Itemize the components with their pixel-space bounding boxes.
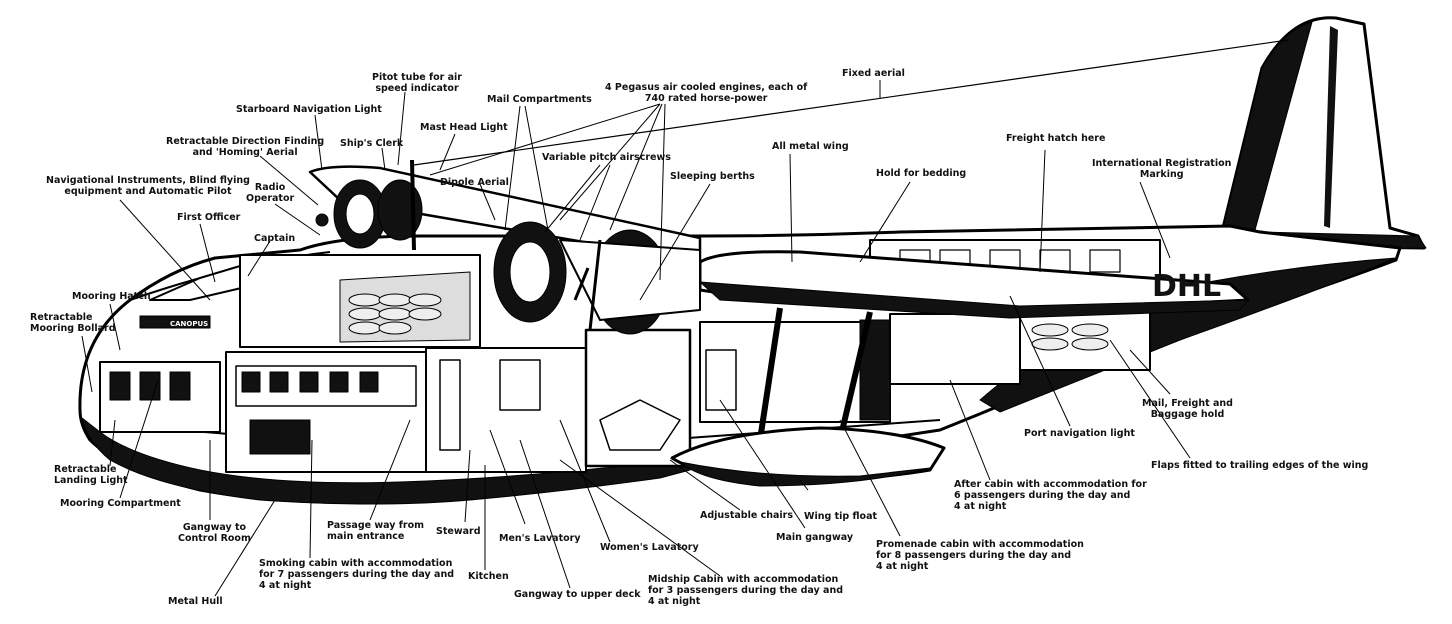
label-womens-lavatory: Women's Lavatory: [600, 542, 699, 553]
label-international-registration: International Registration Marking: [1092, 158, 1232, 180]
label-mooring-bollard: Retractable Mooring Bollard: [30, 312, 116, 334]
label-metal-hull: Metal Hull: [168, 596, 223, 607]
nose-name: CANOPUS: [170, 320, 208, 328]
label-starboard-navigation-light: Starboard Navigation Light: [236, 104, 382, 115]
label-smoking-cabin: Smoking cabin with accommodation for 7 p…: [259, 558, 455, 591]
label-port-navigation-light: Port navigation light: [1024, 428, 1135, 439]
label-navigational-instruments: Navigational Instruments, Blind flying e…: [46, 175, 250, 197]
float-strut: [757, 307, 873, 441]
label-kitchen: Kitchen: [468, 571, 509, 582]
label-hold-for-bedding: Hold for bedding: [876, 168, 967, 179]
label-mooring-compartment: Mooring Compartment: [60, 498, 181, 509]
leader-lines: [81, 80, 1191, 597]
label-pitot-tube: Pitot tube for air speed indicator: [372, 72, 462, 94]
label-landing-light: Retractable Landing Light: [54, 464, 128, 486]
registration-marking: DHL: [1152, 269, 1221, 304]
label-freight-hatch: Freight hatch here: [1006, 133, 1106, 144]
label-first-officer: First Officer: [177, 212, 241, 223]
tail-fin-stripe: [1221, 21, 1313, 233]
label-passage-way: Passage way from main entrance: [327, 520, 425, 542]
label-after-cabin: After cabin with accommodation for 6 pas…: [954, 479, 1147, 512]
mast: [410, 159, 416, 251]
label-mast-head-light: Mast Head Light: [420, 122, 508, 133]
label-adjustable-chairs: Adjustable chairs: [700, 510, 793, 521]
label-fixed-aerial: Fixed aerial: [842, 68, 905, 79]
hull-bottom: [81, 417, 691, 505]
label-variable-pitch-airscrews: Variable pitch airscrews: [542, 152, 671, 163]
label-gangway-upper-deck: Gangway to upper deck: [514, 589, 641, 600]
label-direction-finding-aerial: Retractable Direction Finding and 'Homin…: [166, 136, 325, 158]
label-mens-lavatory: Men's Lavatory: [499, 533, 581, 544]
label-mooring-hatch: Mooring Hatch: [72, 291, 151, 302]
label-dipole-aerial: Dipole Aerial: [440, 177, 509, 188]
label-steward: Steward: [436, 526, 481, 537]
fixed-aerial-wire: [413, 39, 1289, 166]
label-flaps: Flaps fitted to trailing edges of the wi…: [1151, 460, 1369, 471]
label-mail-freight-baggage-hold: Mail, Freight and Baggage hold: [1142, 398, 1233, 420]
label-midship-cabin: Midship Cabin with accommodation for 3 p…: [648, 574, 844, 607]
label-radio-operator: Radio Operator: [246, 182, 295, 204]
label-sleeping-berths: Sleeping berths: [670, 171, 755, 182]
label-wing-tip-float: Wing tip float: [804, 511, 878, 522]
label-ships-clerk: Ship's Clerk: [340, 138, 404, 149]
label-pegasus-engines: 4 Pegasus air cooled engines, each of 74…: [605, 82, 808, 104]
aircraft-drawing: [78, 16, 1427, 505]
label-gangway-control-room: Gangway to Control Room: [178, 522, 251, 544]
label-all-metal-wing: All metal wing: [772, 141, 849, 152]
after-cabin-cutaway: [889, 313, 1021, 385]
label-promenade-cabin: Promenade cabin with accommodation for 8…: [876, 539, 1084, 572]
label-main-gangway: Main gangway: [776, 532, 854, 543]
engine-nacelles: [333, 179, 701, 335]
label-captain: Captain: [254, 233, 296, 244]
label-mail-compartments: Mail Compartments: [487, 94, 592, 105]
